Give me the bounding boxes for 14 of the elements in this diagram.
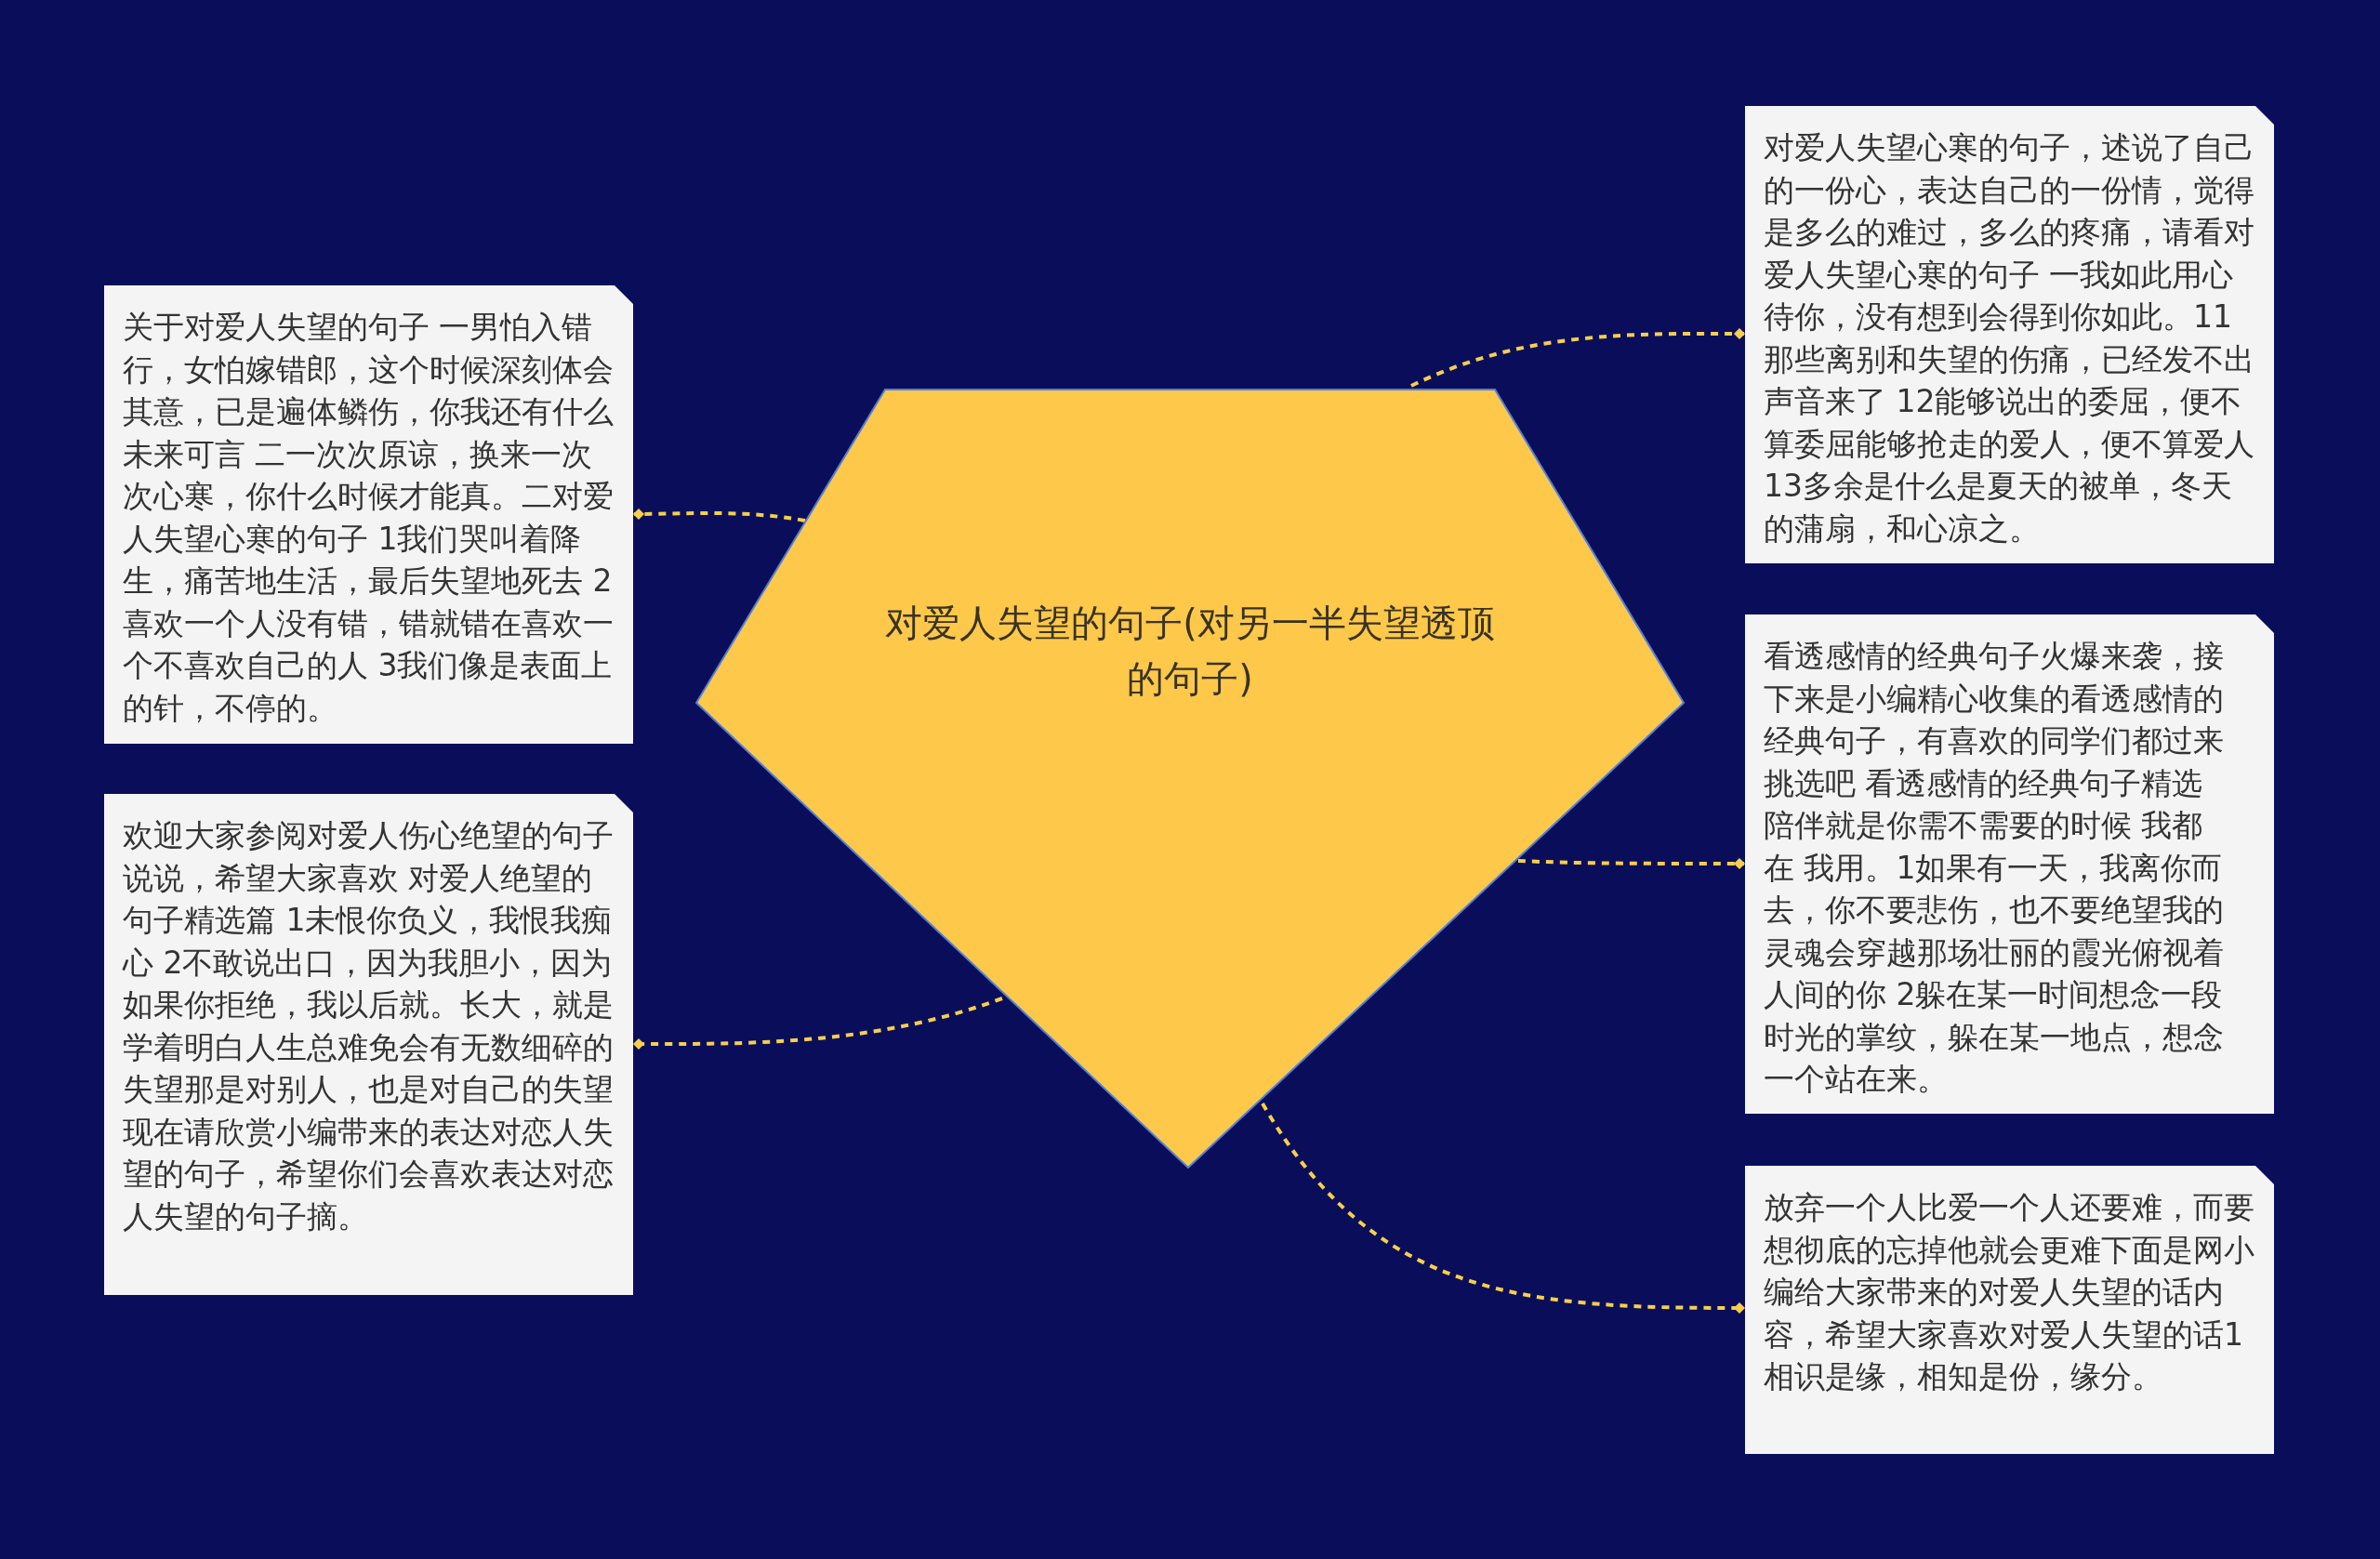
connector bbox=[1261, 1102, 1745, 1314]
card-text: 欢迎大家参阅对爱人伤心绝望的句子说说，希望大家喜欢 对爱人绝望的句子精选篇 1未恨你负义，我恨我痴心 2不敢说出口，因为我胆小，因为如果你拒绝，我以后就。长大，就是学着明白人生总难免会有无数细碎的失望那是对别人，也是对自己的失望现在请欣赏小编带来的表达对恋人失望的句子，希望你们会喜欢表达对恋人失望的句子摘。 bbox=[123, 816, 615, 1236]
connector bbox=[633, 508, 806, 522]
text-card bbox=[1745, 614, 2274, 1114]
connector bbox=[633, 997, 1003, 1050]
connector bbox=[1410, 328, 1745, 388]
topic-text: 对爱人失望的句子(对另一半失望透顶的句子) bbox=[884, 601, 1496, 702]
text-card bbox=[104, 794, 633, 1295]
text-card bbox=[1745, 1166, 2274, 1454]
card-text: 放弃一个人比爱一个人还要难，而要想彻底的忘掉他就会更难下面是网小编给大家带来的对爱人失望的话内容，希望大家喜欢对爱人失望的话1 相识是缘，相知是份，缘分。 bbox=[1764, 1188, 2255, 1396]
card-text: 对爱人失望心寒的句子，述说了自己的一份心，表达自己的一份情，觉得是多么的难过，多么的疼痛，请看对爱人失望心寒的句子 一我如此用心待你，没有想到会得到你如此。11那些离别和失望的伤痛，已经发不出声音来了 12能够说出的委屈，便不算委屈能够抢走的爱人，便不算爱人 13多余是什么是夏天的被单，冬天的蒲扇，和心凉之。 bbox=[1764, 128, 2255, 548]
card-text: 看透感情的经典句子火爆来袭，接下来是小编精心收集的看透感情的经典句子，有喜欢的同学们都过来挑选吧 看透感情的经典句子精选陪伴就是你需不需要的时候 我都在 我用。1如果有一天，我离你而去，你不要悲伤，也不要绝望我的灵魂会穿越那场壮丽的霞光俯视着人间的你 2躲在某一时间想念一段时光的掌纹，躲在某一地点，想念一个站在来。 bbox=[1764, 637, 2225, 1099]
connector bbox=[1517, 858, 1745, 869]
card-text: 关于对爱人失望的句子 一男怕入错行，女怕嫁错郎，这个时候深刻体会其意，已是遍体鳞伤，你我还有什么未来可言 二一次次原谅，换来一次次心寒，你什么时候才能真。二对爱人失望心寒的句子 1我们哭叫着降生，痛苦地生活，最后失望地死去 2喜欢一个人没有错，错就错在喜欢一个不喜欢自己的人 3我们像是表面上的针，不停的。 bbox=[123, 308, 615, 728]
